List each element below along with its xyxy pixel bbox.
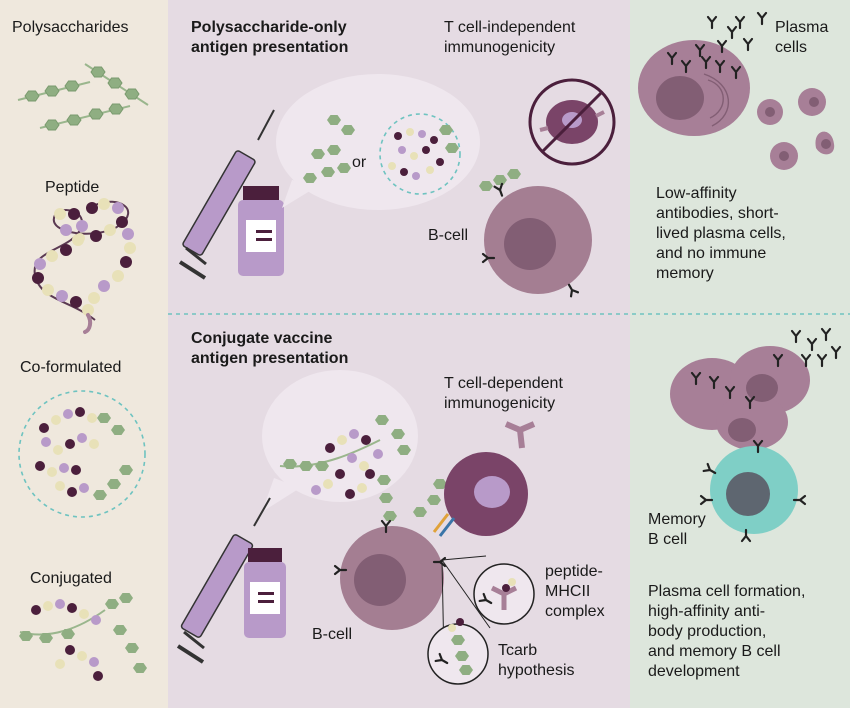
label-top-bcell: B-cell <box>428 227 469 244</box>
polysaccharide-chains-icon <box>17 63 149 131</box>
bottom-syringe-icon <box>176 497 271 664</box>
plasma-cells-bottom <box>670 327 842 450</box>
plasma-cells-top <box>638 11 835 170</box>
no-tcell-icon <box>528 78 616 166</box>
thought-bubble <box>276 74 480 210</box>
tcarb-zoom-icon <box>427 618 489 685</box>
top-heading: Polysaccharide-only antigen presentation <box>191 19 349 56</box>
tcell <box>444 421 536 536</box>
tcr-mhc-link <box>432 513 456 537</box>
bottom-outcome: Plasma cell formation, high-affinity ant… <box>648 583 806 680</box>
conjugate-chains <box>279 415 447 521</box>
label-coformulated: Co-formulated <box>20 359 122 376</box>
label-conjugated: Conjugated <box>30 570 112 587</box>
label-or: or <box>352 154 367 171</box>
coformulated-icon <box>18 390 146 518</box>
label-peptide: Peptide <box>45 179 100 196</box>
peptide-chain-icon <box>32 198 136 334</box>
label-plasma-cells: Plasma cells <box>775 19 829 56</box>
label-polysaccharides: Polysaccharides <box>12 19 129 36</box>
top-bcell <box>479 169 592 298</box>
vial-icon <box>238 186 284 276</box>
label-tcarb: Tcarb hypothesis <box>498 642 575 679</box>
top-immunogenicity: T cell-independent immunogenicity <box>444 19 576 56</box>
conjugated-icon <box>19 593 147 681</box>
bottom-bcell <box>333 519 491 661</box>
mhc-zoom-icon <box>473 563 535 625</box>
bottom-immunogenicity: T cell-dependent immunogenicity <box>444 375 563 412</box>
top-outcome: Low-affinity antibodies, short- lived pl… <box>656 185 786 282</box>
syringe-icon <box>178 109 275 280</box>
bottom-vial-icon <box>244 548 286 638</box>
label-bottom-bcell: B-cell <box>312 626 353 643</box>
memory-bcell <box>699 439 807 543</box>
label-mhc: peptide- MHCII complex <box>545 563 605 620</box>
bottom-heading: Conjugate vaccine antigen presentation <box>191 330 349 367</box>
left-panel <box>0 0 168 708</box>
label-memory-bcell: Memory B cell <box>648 511 706 548</box>
